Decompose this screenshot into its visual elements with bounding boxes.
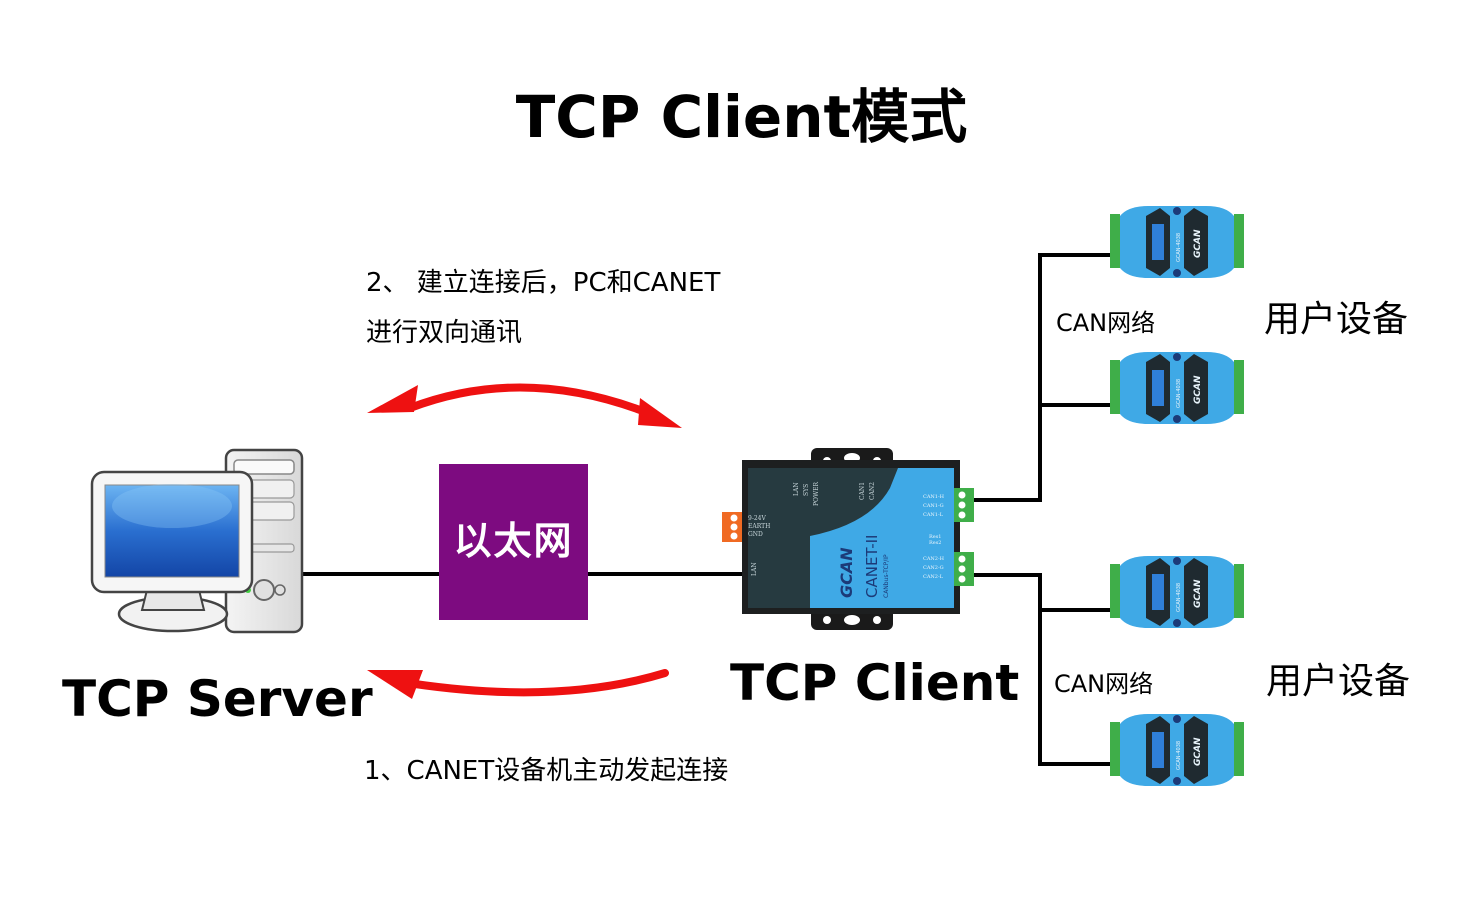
step1-note: 1、CANET设备机主动发起连接 <box>364 756 729 786</box>
user-device-module: GCAN GCAN-4038 <box>1110 714 1244 786</box>
user-device-module: GCAN GCAN-4038 <box>1110 556 1244 628</box>
can1-bus-trunk <box>1038 253 1042 502</box>
svg-text:CAN2-H: CAN2-H <box>923 556 945 562</box>
svg-text:CAN1-G: CAN1-G <box>923 503 944 509</box>
user-device-label-1: 用户设备 <box>1264 299 1409 340</box>
can-network-label-2: CAN网络 <box>1054 670 1154 698</box>
link-ethernet-client <box>588 572 746 576</box>
svg-text:GCAN: GCAN <box>1193 579 1203 608</box>
svg-text:LAN: LAN <box>751 562 758 576</box>
svg-text:LAN: LAN <box>793 482 800 496</box>
step2-note-line1: 2、 建立连接后，PC和CANET <box>366 268 721 298</box>
svg-text:GCAN-4038: GCAN-4038 <box>1176 233 1182 262</box>
svg-text:Res2: Res2 <box>929 540 941 546</box>
desktop-computer-icon <box>90 448 304 634</box>
svg-text:CANbus-TCP/IP: CANbus-TCP/IP <box>883 554 890 598</box>
svg-text:GCAN: GCAN <box>1193 737 1203 766</box>
canet-device: 9-24V EARTH GND LAN LAN SYS POWER CAN1 C… <box>722 448 974 630</box>
link-server-ethernet <box>303 572 440 576</box>
svg-text:GCAN-4038: GCAN-4038 <box>1176 583 1182 612</box>
can1-bus-stub <box>972 498 1042 502</box>
svg-text:GCAN: GCAN <box>1193 375 1203 404</box>
user-device-module: GCAN GCAN-4038 <box>1110 206 1244 278</box>
svg-text:CAN2-G: CAN2-G <box>923 565 944 571</box>
svg-text:EARTH: EARTH <box>748 523 770 530</box>
svg-text:CAN2: CAN2 <box>869 482 876 500</box>
can1-branch-bottom <box>1038 403 1113 407</box>
svg-text:CANET-II: CANET-II <box>863 535 881 598</box>
diagram-title: TCP Client模式 <box>515 83 968 151</box>
step2-note-line2: 进行双向通讯 <box>366 318 523 348</box>
can2-bus-stub <box>972 573 1042 577</box>
client-label: TCP Client <box>730 654 1020 712</box>
svg-text:SYS: SYS <box>803 484 810 496</box>
svg-text:CAN2-L: CAN2-L <box>923 574 944 580</box>
ethernet-label: 以太网 <box>453 518 574 563</box>
svg-text:GND: GND <box>748 531 763 538</box>
svg-text:Res1: Res1 <box>929 534 941 540</box>
svg-text:POWER: POWER <box>813 481 820 506</box>
svg-text:GCAN: GCAN <box>837 547 856 598</box>
can2-branch-top <box>1038 608 1113 612</box>
svg-text:GCAN-4038: GCAN-4038 <box>1176 379 1182 408</box>
svg-text:CAN1-L: CAN1-L <box>923 512 944 518</box>
svg-text:GCAN: GCAN <box>1193 229 1203 258</box>
can1-branch-top <box>1038 253 1113 257</box>
can-network-label-1: CAN网络 <box>1056 309 1156 337</box>
ethernet-box: 以太网 <box>439 464 588 620</box>
user-device-label-2: 用户设备 <box>1266 661 1411 702</box>
svg-text:CAN1: CAN1 <box>859 482 866 500</box>
can2-branch-bottom <box>1038 762 1113 766</box>
svg-text:CAN1-H: CAN1-H <box>923 494 945 500</box>
can2-bus-trunk <box>1038 573 1042 766</box>
user-device-module: GCAN GCAN-4038 <box>1110 352 1244 424</box>
svg-text:9-24V: 9-24V <box>748 515 766 522</box>
server-label: TCP Server <box>62 670 373 728</box>
svg-text:GCAN-4038: GCAN-4038 <box>1176 741 1182 770</box>
